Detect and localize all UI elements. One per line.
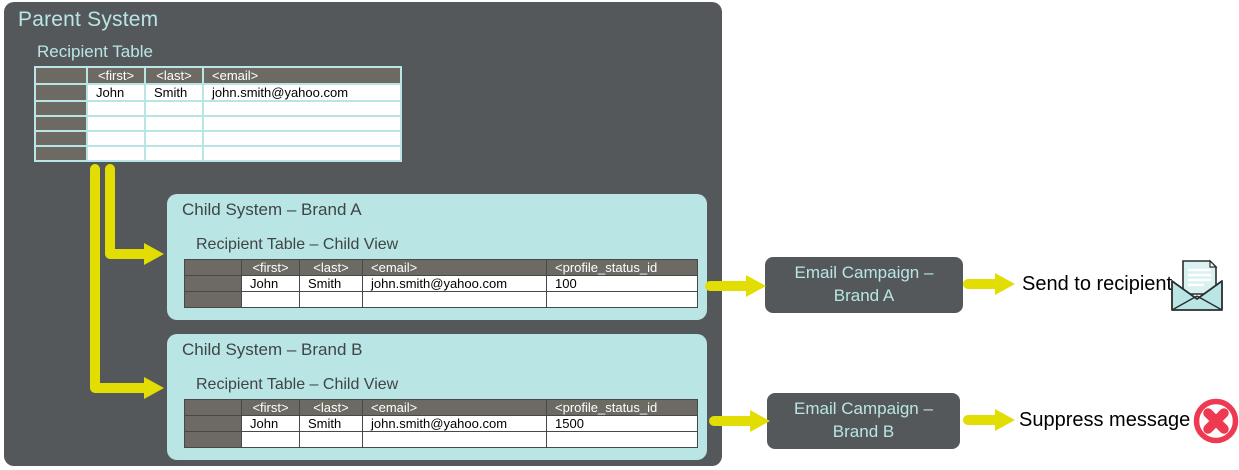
table-row: John Smith john.smith@yahoo.com bbox=[34, 83, 402, 102]
table-cell: john.smith@yahoo.com bbox=[362, 415, 547, 432]
table-cell bbox=[546, 291, 698, 308]
table-cell bbox=[362, 291, 547, 308]
child-b-title: Child System – Brand B bbox=[182, 340, 363, 359]
child-system-brand-a-box: Child System – Brand A Recipient Table –… bbox=[167, 194, 707, 320]
table-cell bbox=[86, 100, 146, 117]
row-header-cell bbox=[34, 145, 88, 162]
campaign-label-line: Email Campaign – bbox=[794, 399, 933, 419]
child-a-recipient-table: <first> <last> <email> <profile_status_i… bbox=[184, 259, 698, 308]
campaign-label-line: Brand B bbox=[832, 422, 895, 441]
table-cell bbox=[241, 431, 300, 448]
row-header-cell bbox=[34, 100, 88, 117]
table-cell bbox=[202, 145, 402, 162]
column-header: <profile_status_id bbox=[546, 259, 698, 276]
table-header-row: <first> <last> <email> bbox=[34, 66, 402, 85]
column-header: <profile_status_id bbox=[546, 399, 698, 416]
table-cell: John bbox=[241, 275, 300, 292]
table-cell: 100 bbox=[546, 275, 698, 292]
child-a-table-label: Recipient Table – Child View bbox=[196, 236, 399, 253]
column-header: <last> bbox=[299, 259, 363, 276]
column-header: <first> bbox=[241, 259, 300, 276]
child-system-brand-b-box: Child System – Brand B Recipient Table –… bbox=[167, 334, 707, 460]
child-b-table-label: Recipient Table – Child View bbox=[196, 376, 399, 393]
table-cell: 1500 bbox=[546, 415, 698, 432]
table-cell bbox=[144, 145, 204, 162]
column-header: <first> bbox=[86, 66, 146, 85]
corner-cell bbox=[34, 66, 88, 85]
table-cell: Smith bbox=[144, 83, 204, 102]
table-cell bbox=[299, 431, 363, 448]
table-cell: john.smith@yahoo.com bbox=[202, 83, 402, 102]
row-header-cell bbox=[34, 115, 88, 132]
table-cell: John bbox=[241, 415, 300, 432]
corner-cell bbox=[184, 399, 242, 416]
table-cell bbox=[144, 100, 204, 117]
row-header-cell bbox=[184, 431, 242, 448]
column-header: <last> bbox=[299, 399, 363, 416]
outcome-send-label: Send to recipient bbox=[1022, 273, 1173, 295]
campaign-label-line: Email Campaign – bbox=[794, 263, 934, 283]
table-header-row: <first> <last> <email> <profile_status_i… bbox=[184, 259, 698, 276]
table-cell: Smith bbox=[299, 415, 363, 432]
column-header: <last> bbox=[144, 66, 204, 85]
table-cell bbox=[202, 100, 402, 117]
arrow-campaign-a-to-outcome bbox=[963, 273, 1015, 295]
table-cell: John bbox=[86, 83, 146, 102]
parent-recipient-table: <first> <last> <email> John Smith john.s… bbox=[34, 66, 402, 162]
table-cell: john.smith@yahoo.com bbox=[362, 275, 547, 292]
table-row bbox=[184, 431, 698, 448]
table-cell bbox=[144, 130, 204, 147]
table-cell bbox=[546, 431, 698, 448]
table-row bbox=[34, 130, 402, 147]
table-row: John Smith john.smith@yahoo.com 100 bbox=[184, 275, 698, 292]
email-campaign-brand-a-box: Email Campaign – Brand A bbox=[765, 257, 963, 313]
row-header-cell bbox=[184, 275, 242, 292]
outcome-suppress-label: Suppress message bbox=[1019, 409, 1191, 431]
table-cell bbox=[299, 291, 363, 308]
corner-cell bbox=[184, 259, 242, 276]
table-cell bbox=[202, 115, 402, 132]
table-cell: Smith bbox=[299, 275, 363, 292]
table-cell bbox=[86, 145, 146, 162]
parent-system-title: Parent System bbox=[18, 8, 159, 31]
arrow-campaign-b-to-outcome bbox=[963, 409, 1015, 431]
table-cell bbox=[86, 130, 146, 147]
row-header-cell bbox=[184, 415, 242, 432]
table-header-row: <first> <last> <email> <profile_status_i… bbox=[184, 399, 698, 416]
child-b-recipient-table: <first> <last> <email> <profile_status_i… bbox=[184, 399, 698, 448]
table-cell bbox=[202, 130, 402, 147]
row-header-cell bbox=[34, 130, 88, 147]
arrow-child-b-to-campaign-b bbox=[709, 410, 770, 432]
column-header: <email> bbox=[362, 259, 547, 276]
open-envelope-icon bbox=[1166, 256, 1228, 319]
table-cell bbox=[362, 431, 547, 448]
row-header-cell bbox=[34, 83, 88, 102]
table-cell bbox=[86, 115, 146, 132]
parent-table-label: Recipient Table bbox=[37, 42, 153, 61]
table-cell bbox=[241, 291, 300, 308]
child-a-title: Child System – Brand A bbox=[182, 200, 362, 219]
table-row: John Smith john.smith@yahoo.com 1500 bbox=[184, 415, 698, 432]
cancel-icon bbox=[1193, 398, 1239, 449]
table-cell bbox=[144, 115, 204, 132]
column-header: <first> bbox=[241, 399, 300, 416]
email-campaign-brand-b-box: Email Campaign – Brand B bbox=[767, 393, 960, 449]
table-row bbox=[184, 291, 698, 308]
column-header: <email> bbox=[202, 66, 402, 85]
table-row bbox=[34, 100, 402, 117]
table-row bbox=[34, 115, 402, 132]
campaign-label-line: Brand A bbox=[833, 286, 895, 305]
row-header-cell bbox=[184, 291, 242, 308]
table-row bbox=[34, 145, 402, 162]
column-header: <email> bbox=[362, 399, 547, 416]
parent-system-box: Parent System Recipient Table <first> <l… bbox=[4, 2, 722, 466]
